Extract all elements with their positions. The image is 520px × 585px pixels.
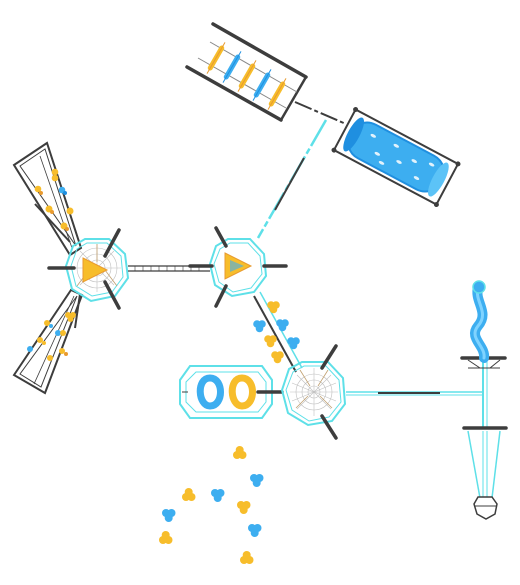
connector-bars-to-tunnel — [294, 101, 347, 125]
climbing-rungs — [206, 42, 287, 110]
ring-yellow — [228, 374, 256, 410]
crawl-tunnel — [331, 106, 461, 208]
left-tower-hub — [34, 203, 130, 329]
lower-left-holds — [27, 312, 76, 361]
stepping-pods-mid — [253, 301, 300, 364]
lower-slide-chute — [467, 430, 501, 520]
lower-left-climbing-net — [12, 288, 84, 395]
lower-tower-hub — [280, 344, 347, 440]
rings-frame — [179, 365, 284, 419]
spiral-slide — [470, 280, 490, 363]
stepping-pods-bottom — [159, 446, 264, 564]
right-slide-tower — [460, 356, 508, 430]
upper-left-climbing-net — [12, 141, 83, 257]
ring-blue — [196, 374, 224, 410]
bridge-lower-to-right — [346, 391, 483, 396]
middle-tower-hub — [188, 226, 288, 308]
upper-left-holds — [34, 168, 74, 231]
